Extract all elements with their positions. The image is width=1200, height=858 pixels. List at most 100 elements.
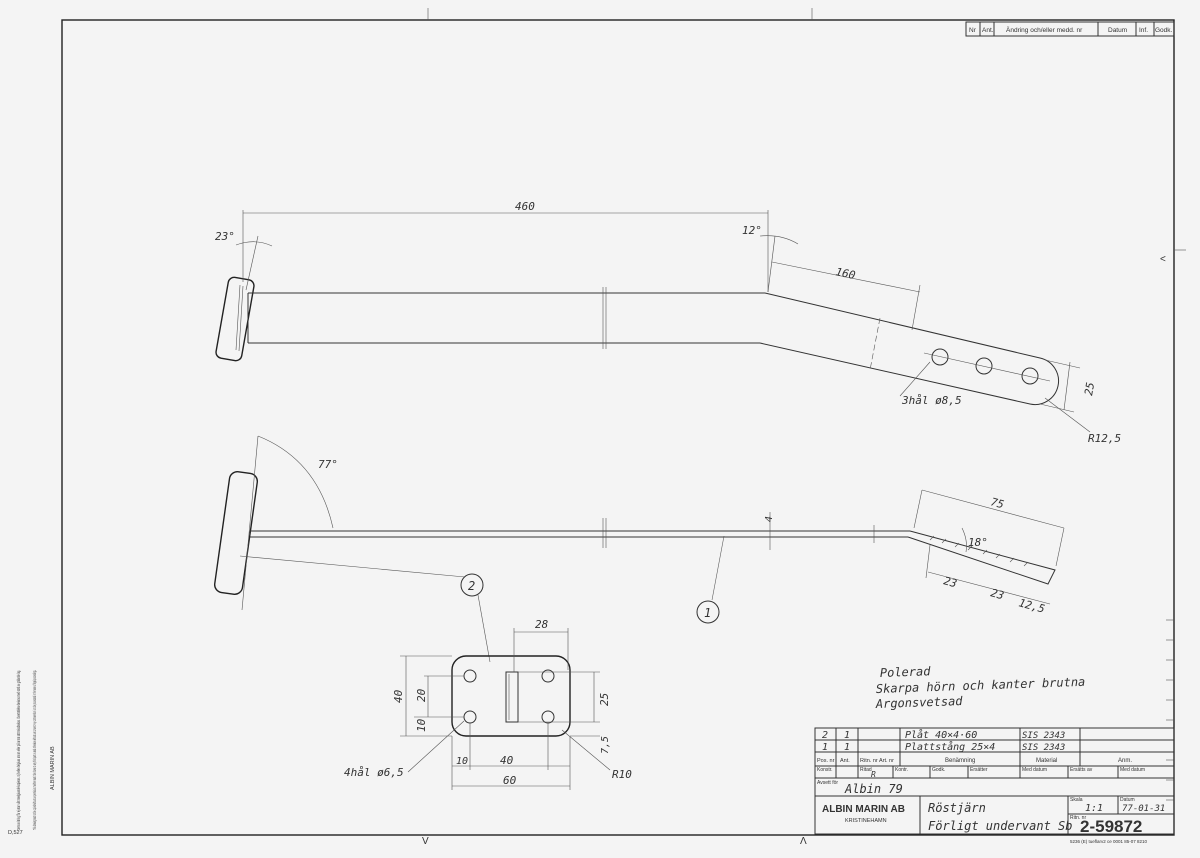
rev-header-nr: Nr [969, 27, 977, 34]
parts-row-2-pos: 1 [822, 742, 828, 753]
side-angle-top: 77° [318, 458, 338, 471]
tb-skala-value: 1:1 [1085, 803, 1103, 814]
plate-hole-1 [463, 669, 477, 683]
tb-title-2: Förligt undervant Sb [928, 819, 1073, 833]
parts-row-1-material: SIS 2343 [1022, 731, 1065, 741]
top-hole-3 [1021, 367, 1039, 385]
note-1: Polerad [880, 664, 932, 680]
balloon-2-label: 2 [468, 579, 475, 593]
margin-company: ALBIN MARIN AB [50, 746, 56, 790]
side-view: 77° 4 75 18° 23 23 12,5 1 2 [213, 435, 1065, 663]
top-hole-1 [931, 348, 949, 366]
plate-dim-top: 28 [535, 618, 549, 631]
parts-header-benamning: Benämning [945, 758, 975, 764]
rev-header-andring: Ändring och/eller medd. nr [1006, 26, 1083, 34]
left-margin: Denna ritning får ej utan vårt medgivand… [8, 670, 56, 836]
margin-code: D,527 [8, 830, 23, 836]
side-angle-end: 18° [968, 536, 988, 549]
side-end-offset: 12,5 [1017, 596, 1046, 615]
tb-datum-value: 77-01-31 [1122, 804, 1165, 814]
drawing-border [61, 19, 1175, 836]
parts-row-2-benamning: Plattstång 25×4 [905, 740, 995, 753]
plate-radius: R10 [612, 768, 632, 781]
tb-med-datum-1: Med datum [1022, 767, 1047, 773]
top-hole-note: 3hål ø8,5 [901, 394, 962, 407]
rev-header-datum: Datum [1108, 27, 1127, 34]
side-dim-end: 75 [989, 495, 1005, 511]
title-block: Konstr. Ritad R Kontr. Godk. Ersätter Me… [814, 765, 1175, 844]
tb-company: ALBIN MARIN AB [822, 804, 905, 815]
tb-skala-label: Skala [1070, 797, 1083, 803]
plate-hole-4 [541, 710, 555, 724]
tb-ritad-label: Ritad [860, 767, 872, 773]
plate-dim-left: 10 [456, 756, 468, 767]
tb-ritn-nr-label: Ritn. nr [1070, 815, 1086, 821]
parts-row-1-benamning: Plåt 40×4·60 [905, 728, 977, 741]
tb-ersatts-av-label: Ersätts av [1070, 767, 1093, 773]
tb-city: KRISTINEHAMN [845, 818, 887, 824]
side-view-end-plate [213, 470, 259, 596]
drawing-notes: Polerad Skarpa hörn och kanter brutna Ar… [875, 664, 1086, 711]
plate-hole-3 [463, 710, 477, 724]
top-view-end-plate [215, 276, 255, 362]
parts-header-ant: Ant. [840, 758, 850, 764]
plate-dim-inner-offset: 10 [415, 718, 428, 732]
top-dim-length: 460 [515, 200, 535, 213]
right-scale-ticks [1166, 619, 1174, 801]
side-hole-spacing-1: 23 [942, 574, 958, 590]
tb-kontr-label: Kontr. [895, 767, 908, 773]
rev-header-godk: Godk. [1155, 27, 1173, 34]
parts-row-2-material: SIS 2343 [1022, 743, 1065, 753]
note-3: Argonsvetsad [875, 694, 964, 711]
margin-arrow-right: < [1160, 254, 1166, 265]
side-thickness: 4 [764, 516, 775, 522]
plate-hole-note: 4hål ø6,5 [344, 766, 404, 779]
plate-dim-hole-span: 40 [500, 754, 514, 767]
rev-header-ant: Ant. [982, 27, 994, 34]
parts-row-2-ant: 1 [844, 742, 850, 753]
top-hole-2 [975, 357, 993, 375]
top-view: 460 23° 12° 160 3hål ø8,5 25 R12,5 [215, 200, 1121, 445]
top-angle-right: 12° [742, 224, 762, 237]
plate-dim-side: 7,5 [600, 736, 611, 754]
tb-med-datum-2: Med datum [1120, 767, 1145, 773]
tb-footer-code: 5236 (E) tueflarv2 ce 0001 85-07 8210 [1070, 839, 1148, 844]
margin-legal-en: This drawing must not be copied without … [32, 670, 37, 830]
tb-datum-label: Datum [1120, 797, 1135, 803]
parts-header-anm: Anm. [1118, 758, 1132, 764]
tb-ersatter-label: Ersätter [970, 767, 988, 773]
plate-outline [451, 655, 571, 737]
top-radius: R12,5 [1088, 432, 1121, 445]
tb-avsett-for-value: Albin 79 [844, 782, 903, 796]
margin-arrow-bottom-left: V [422, 836, 429, 847]
balloon-1 [696, 600, 720, 624]
plate-view: 28 40 20 10 25 7,5 10 40 60 4hål ø6,5 [344, 618, 632, 790]
revision-table: Nr Ant. Ändring och/eller medd. nr Datum… [965, 21, 1175, 37]
rev-header-inf: Inf. [1139, 27, 1148, 34]
tb-ritad-value: R [871, 770, 876, 779]
tb-drawing-number: 2-59872 [1080, 817, 1142, 836]
parts-list: 2 1 Plåt 40×4·60 SIS 2343 1 1 Plattstång… [814, 727, 1175, 767]
plate-slot [505, 671, 519, 723]
plate-dim-slot: 25 [598, 693, 611, 706]
parts-header-material: Material [1036, 758, 1057, 764]
tb-title-1: Röstjärn [928, 801, 986, 815]
parts-row-1-ant: 1 [844, 730, 850, 741]
plate-dim-inner-height: 20 [415, 688, 428, 702]
margin-legal-sv: Denna ritning får ej utan vårt medgivand… [16, 670, 21, 830]
side-hole-spacing-2: 23 [989, 586, 1005, 602]
parts-header-pos: Pos. nr [817, 758, 835, 764]
plate-dim-width: 60 [503, 774, 517, 787]
tb-konstr-label: Konstr. [817, 767, 833, 773]
parts-row-1-pos: 2 [822, 730, 828, 741]
margin-arrow-bottom-right: Λ [800, 836, 807, 847]
balloon-1-label: 1 [704, 606, 711, 620]
tb-avsett-for-label: Avsett för [817, 780, 838, 786]
plate-hole-2 [541, 669, 555, 683]
parts-header-ritn: Ritn. nr Art. nr [860, 758, 894, 764]
top-dim-width: 25 [1082, 381, 1097, 396]
balloon-2 [460, 573, 484, 597]
top-dim-end-length: 160 [834, 265, 857, 282]
plate-dim-height: 40 [392, 689, 405, 703]
